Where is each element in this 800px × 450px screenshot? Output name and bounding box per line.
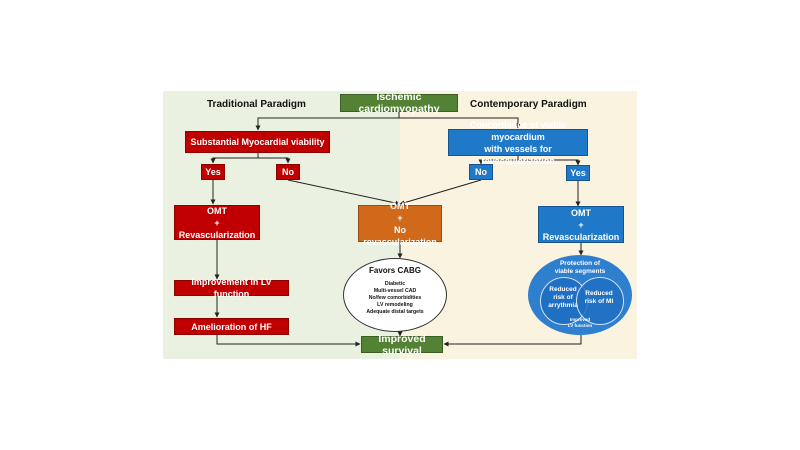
line-viability-no [258, 157, 291, 164]
ischemic-cardiomyopathy-box: Ischemic cardiomyopathy [340, 91, 458, 115]
line-concordance-split [478, 156, 519, 165]
viable-segments-circle: Protection of viable segments Reduced ri… [528, 255, 632, 335]
line-hf-survival [216, 335, 361, 347]
line-left-no-center [287, 179, 401, 206]
myocardial-viability-box: Substantial Myocardial viability [185, 131, 330, 153]
line-viability-split [210, 153, 259, 164]
cabg-title: Favors CABG [368, 266, 421, 275]
left-no-box: No [276, 164, 300, 180]
traditional-heading: Traditional Paradigm [207, 99, 306, 110]
concordance-box: Concordance of viable myocardium with ve… [448, 120, 588, 166]
right-revascularization-box: OMT + Revascularization [538, 206, 624, 243]
improved-survival-box: Improved survival [361, 333, 443, 357]
line-concordance-yes [518, 159, 581, 166]
right-no-box: No [469, 164, 493, 180]
line-right-no-center [399, 179, 482, 206]
line-top-to-left [255, 112, 400, 131]
arrhythmia-label: Reduced risk of arrythmia [548, 286, 578, 309]
lv-function-box: Improvement in LV function [174, 277, 289, 299]
left-yes-box: Yes [201, 164, 225, 180]
line-circle-survival [443, 335, 582, 347]
cabg-criteria: Diabetic Multi-vessel CAD No/few comorbi… [366, 281, 424, 315]
favors-cabg-circle: Favors CABG Diabetic Multi-vessel CAD No… [343, 258, 447, 332]
right-yes-box: Yes [566, 165, 590, 181]
mi-circle [576, 277, 624, 325]
contemporary-heading: Contemporary Paradigm [470, 99, 587, 110]
left-revascularization-box: OMT + Revascularization [174, 205, 260, 240]
improved-lv-label: Improved LV function [567, 317, 593, 328]
mi-label: Reduced risk of MI [584, 290, 614, 305]
heart-failure-box: Amelioration of HF [174, 318, 289, 335]
protection-label: Protection of viable segments [554, 260, 606, 275]
line-top-to-right [399, 117, 521, 129]
no-revascularization-box: OMT + No revascularization [358, 201, 442, 247]
